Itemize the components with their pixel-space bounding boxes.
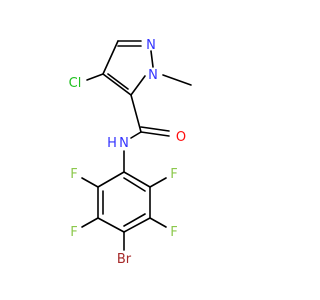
bond-c5-carbonyl [130,94,142,133]
bond-n1-methyl [162,74,192,86]
atom-labels: N N Cl O N H F F F F Br [69,38,186,267]
atom-h-amide: H [107,136,117,151]
atom-cl: Cl [69,76,82,91]
bond-ring-4-double [123,213,146,227]
bond-f-top-right [149,177,167,188]
bond-f-bottom-right [149,217,167,228]
bond-n1-c5 [130,75,146,96]
bond-c-o [140,131,170,137]
bond-ring-4 [123,217,151,233]
atom-f-bottom-right: F [170,225,177,240]
bond-c-n-amide [130,131,142,139]
molecule-diagram: N N Cl O N H F F F F Br [69,38,192,267]
atom-br: Br [117,252,132,267]
bond-ring-3 [97,217,125,233]
atom-f-top-left: F [70,167,77,182]
bond-f-top-left [81,177,99,188]
atom-f-bottom-left: F [70,225,77,240]
bond-ring-6 [123,171,151,188]
atom-f-top-right: F [170,167,177,182]
bond-c5-c4 [102,73,132,96]
bond-ring-1 [97,171,125,188]
bond-c-o-double [140,126,170,132]
bond-f-bottom-left [81,217,99,228]
bond-n2-n1 [150,50,154,68]
bond-c4-c3 [102,40,119,75]
structure-svg: N N Cl O N H F F F F Br [69,38,192,267]
atom-n-pyrazole-2: N [146,38,156,53]
atom-n-amide: N [119,136,129,151]
bond-c4-cl [86,73,104,81]
atom-o: O [176,130,186,145]
atom-n-pyrazole-1: N [148,68,158,83]
bonds [81,40,192,251]
bond-c5-c4-double [107,73,129,90]
bond-ring-6-double [123,177,146,192]
